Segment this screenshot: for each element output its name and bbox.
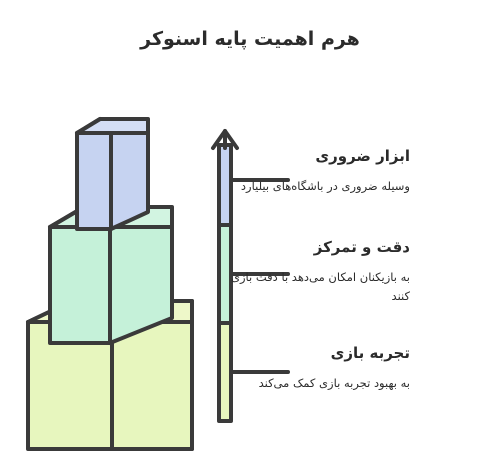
level-1-heading: ابزار ضروری — [315, 147, 410, 165]
level-2-label: دقت و تمرکز به بازیکنان امکان می‌دهد با … — [225, 238, 410, 306]
level-2-heading: دقت و تمرکز — [313, 238, 410, 256]
diagram-title: هرم اهمیت پایه اسنوکر — [140, 28, 360, 50]
level-3-heading: تجربه بازی — [330, 344, 410, 362]
level-2-description: به بازیکنان امکان می‌دهد با دقت بازی کنن… — [230, 270, 410, 303]
block-top — [75, 117, 150, 231]
level-3-description: به بهبود تجربه بازی کمک می‌کند — [258, 376, 410, 390]
level-1-description: وسیله ضروری در باشگاه‌های بیلیارد — [240, 179, 410, 193]
level-3-label: تجربه بازی به بهبود تجربه بازی کمک می‌کن… — [225, 344, 410, 393]
level-1-label: ابزار ضروری وسیله ضروری در باشگاه‌های بی… — [225, 147, 410, 196]
